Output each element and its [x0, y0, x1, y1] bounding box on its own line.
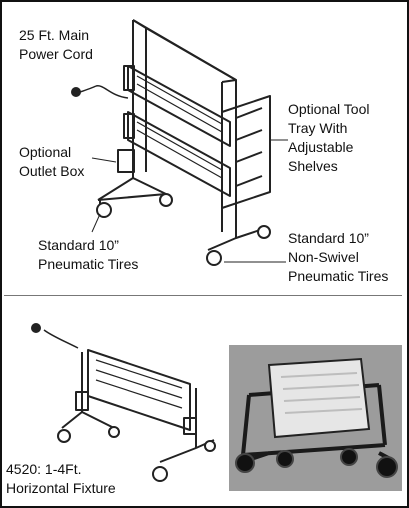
callout-line: Power Cord	[19, 46, 93, 62]
callout-line: Tray With	[288, 120, 348, 136]
callout-line: Standard 10”	[288, 230, 369, 246]
callout-line: Pneumatic Tires	[38, 256, 139, 272]
callout-line: Non-Swivel	[288, 249, 359, 265]
callout-line: Optional	[19, 144, 72, 160]
callout-standard-tires: Standard 10” Pneumatic Tires	[38, 236, 138, 274]
callout-outlet-box: Optional Outlet Box	[19, 143, 84, 181]
callout-line: Standard 10”	[38, 237, 119, 253]
callout-main-power-cord: 25 Ft. Main Power Cord	[19, 26, 93, 64]
callout-tool-tray: Optional Tool Tray With Adjustable Shelv…	[288, 100, 369, 176]
callout-line: 4520: 1-4Ft.	[6, 461, 82, 477]
callout-line: Optional Tool	[288, 101, 370, 117]
callout-line: Pneumatic Tires	[288, 268, 389, 284]
callout-line: Adjustable	[288, 139, 354, 155]
product-photo	[229, 345, 402, 491]
callout-horizontal-fixture: 4520: 1-4Ft. Horizontal Fixture	[6, 460, 116, 498]
callout-line: Horizontal Fixture	[6, 480, 116, 496]
callout-line: Outlet Box	[19, 163, 85, 179]
callout-non-swivel-tires: Standard 10” Non-Swivel Pneumatic Tires	[288, 229, 388, 286]
callout-line: 25 Ft. Main	[19, 27, 90, 43]
section-divider	[4, 295, 402, 296]
callout-line: Shelves	[288, 158, 338, 174]
photo-cart-drawing	[229, 345, 402, 491]
